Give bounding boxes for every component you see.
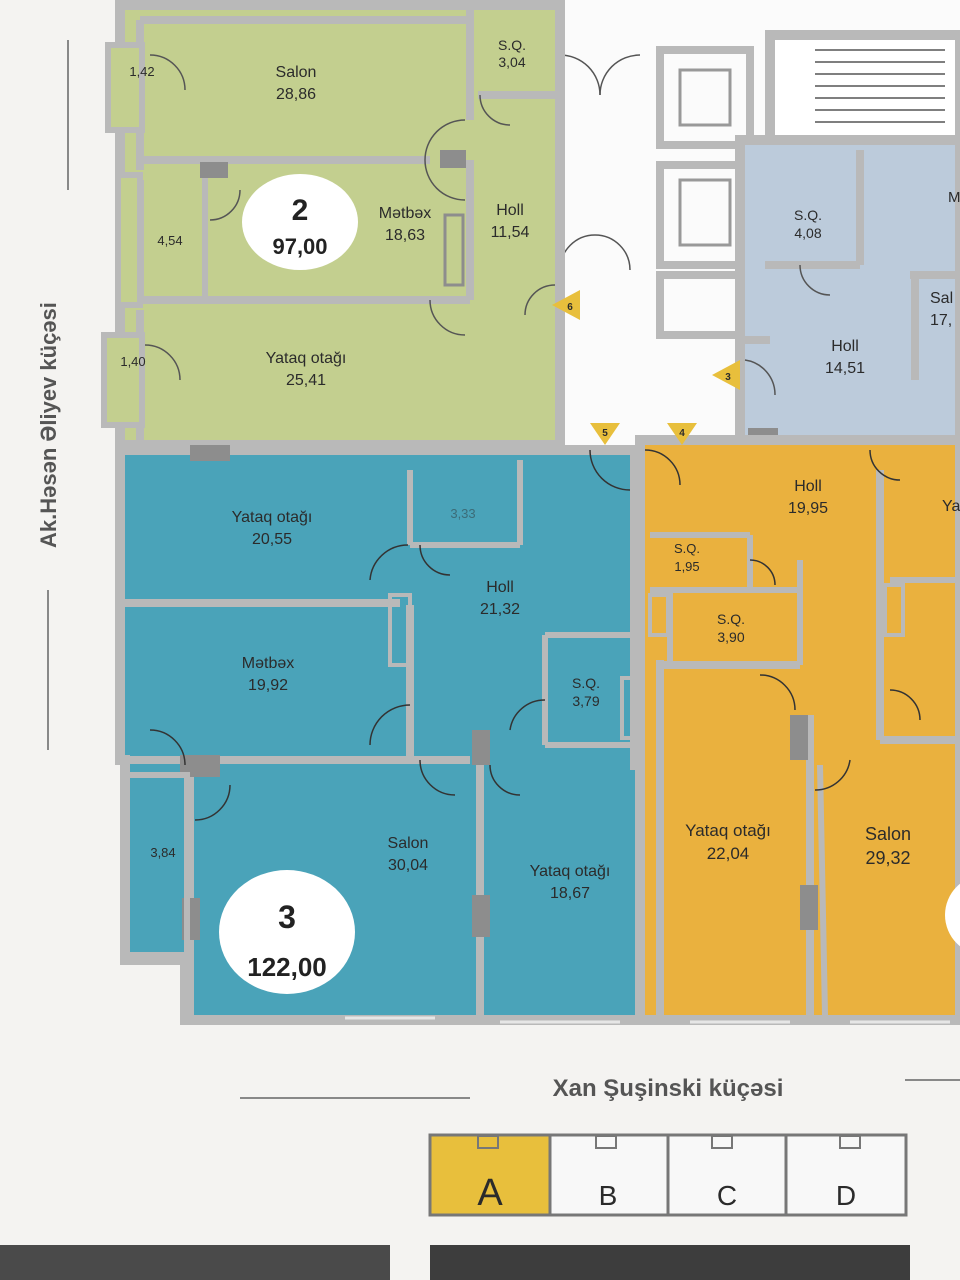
room-name: Salon [865, 824, 911, 844]
room-area: 18,67 [550, 885, 590, 902]
bottom-strip-right [430, 1245, 910, 1280]
room-area: 1,95 [674, 559, 699, 574]
room-name: S.Q. [572, 675, 600, 691]
room-area: 4,08 [794, 225, 821, 241]
entrance-3-marker [712, 360, 740, 390]
street-bottom-label: Xan Şuşinski küçəsi [553, 1075, 784, 1102]
room-area: 3,79 [572, 693, 599, 709]
room-area: 22,04 [707, 844, 750, 863]
room-name-cut: M [948, 189, 960, 206]
balcony-area: 3,84 [150, 845, 175, 860]
room-area: 3,33 [450, 506, 475, 521]
room-area-cut: 17, [930, 312, 952, 329]
entrance-number: 6 [567, 302, 573, 313]
room-name: S.Q. [498, 37, 526, 53]
badge-area: 122,00 [247, 952, 327, 982]
entrance-number: 3 [725, 372, 731, 383]
sector-label-a[interactable]: A [477, 1172, 503, 1214]
room-area: 19,95 [788, 500, 828, 517]
room-area: 28,86 [276, 86, 316, 103]
street-left-label: Ak.Həsən Əliyev küçəsi [36, 302, 61, 548]
entrance-6-marker [552, 290, 580, 320]
room-name: Salon [388, 835, 429, 852]
badge-area: 97,00 [272, 234, 327, 259]
bottom-strip-left [0, 1245, 390, 1280]
balcony-area: 4,54 [157, 233, 182, 248]
room-name: Yataq otağı [232, 509, 313, 526]
room-name-cut: Ya [942, 498, 960, 515]
room-area: 18,63 [385, 227, 425, 244]
balcony-area: 1,40 [120, 354, 145, 369]
entrance-number: 5 [602, 428, 608, 439]
room-name: Yataq otağı [530, 863, 611, 880]
room-area: 21,32 [480, 601, 520, 618]
cut-badge-circle [945, 883, 960, 947]
area-badge-2 [242, 174, 358, 270]
room-area: 25,41 [286, 372, 326, 389]
room-name: Mətbəx [242, 655, 294, 672]
entrance-4-marker [667, 423, 697, 445]
badge-rooms: 2 [292, 194, 309, 227]
room-name-cut: Sal [930, 290, 953, 307]
room-name: Yataq otağı [266, 350, 347, 367]
room-name: Yataq otağı [685, 821, 771, 840]
room-area: 11,54 [491, 224, 530, 241]
blue-unit [735, 135, 960, 450]
room-name: Mətbəx [379, 205, 431, 222]
badge-rooms: 3 [278, 899, 296, 935]
room-name: S.Q. [794, 207, 822, 223]
sector-label-b[interactable]: B [599, 1180, 618, 1211]
area-badge-3 [219, 870, 355, 994]
room-name: S.Q. [717, 611, 745, 627]
teal-unit [115, 445, 660, 1025]
room-area: 20,55 [252, 531, 292, 548]
room-area: 30,04 [388, 857, 428, 874]
orange-unit [635, 435, 960, 1025]
entrance-5-marker [590, 423, 620, 445]
room-name: Holl [496, 202, 524, 219]
room-area: 19,92 [248, 677, 288, 694]
entrance-markers [552, 290, 740, 445]
room-area: 3,04 [498, 54, 525, 70]
room-name: S.Q. [674, 541, 700, 556]
entrance-number: 4 [679, 428, 685, 439]
room-area: 14,51 [825, 360, 865, 377]
sector-label-c[interactable]: C [717, 1180, 737, 1211]
room-name: Holl [794, 478, 822, 495]
balcony-area: 1,42 [129, 64, 154, 79]
sector-selector [428, 1133, 908, 1217]
room-area: 29,32 [865, 848, 910, 868]
sector-label-d[interactable]: D [836, 1180, 856, 1211]
room-name: Holl [831, 338, 859, 355]
room-name: Salon [276, 64, 317, 81]
room-name: Holl [486, 579, 514, 596]
room-area: 3,90 [717, 629, 744, 645]
